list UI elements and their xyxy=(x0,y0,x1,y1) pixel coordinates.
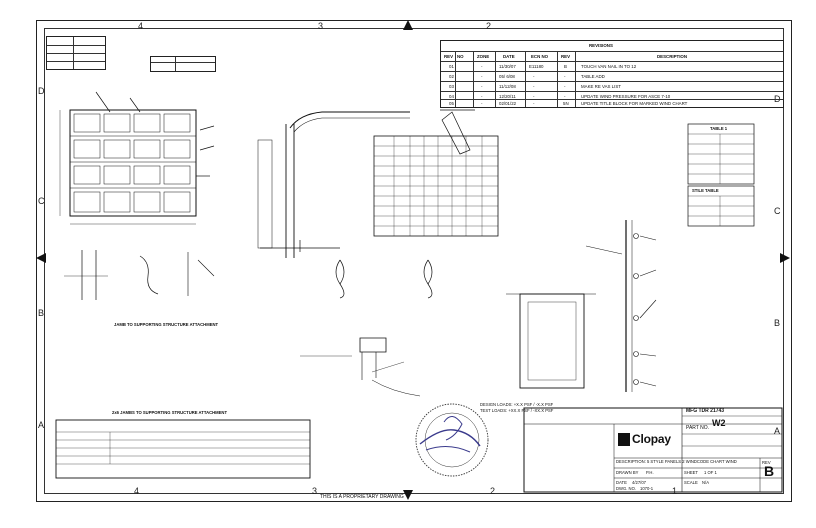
zone-cell: - xyxy=(481,64,483,69)
ecn-header: ECN NO xyxy=(531,54,549,59)
zone-right-c: C xyxy=(774,206,781,216)
table-1-title: TABLE 1 xyxy=(710,126,728,131)
zone-left-a: A xyxy=(38,420,45,430)
revisions-header-row: REV NO ZONE DATE ECN NO REV DESCRIPTION xyxy=(441,51,783,62)
clopay-logo: Clopay xyxy=(618,432,678,448)
zone-cell: - xyxy=(481,94,483,99)
scale-value: N/A xyxy=(702,480,709,485)
date-label: DATE xyxy=(616,480,627,485)
zone-cell: - xyxy=(481,101,483,106)
description-cell: TABLE ADD xyxy=(581,74,605,79)
date-cell: 05/ 6/08 xyxy=(499,74,515,79)
rev-header: REV xyxy=(444,54,454,59)
part-no-value: W2 xyxy=(712,418,726,428)
jamb-attachment-title: JAMB TO SUPPORTING STRUCTURE ATTACHMENT xyxy=(114,322,219,327)
rev2-cell: 5N xyxy=(563,101,569,106)
revisions-title-row: REVISIONS xyxy=(441,41,783,51)
date-header: DATE xyxy=(503,54,515,59)
zone-top-4: 4 xyxy=(138,21,144,31)
revision-row: 01 - 11/30/07 E11180 B TOUCH VAN NAIL IN… xyxy=(441,61,783,72)
revision-row: 03 - 11/12/08 - - MAKE RE VAS LIST xyxy=(441,81,783,92)
date-cell: 11/30/07 xyxy=(499,64,516,69)
rev-cell: 02 xyxy=(449,74,454,79)
description-cell: UPDATE WIND PRESSURE FOR ASCE 7-10 xyxy=(581,94,671,99)
test-loads-note: TEST LOADS: +XX.X PSF / -XX.X PSF xyxy=(480,408,554,413)
drawn-by-label: DRAWN BY xyxy=(616,470,639,475)
sheet-label: SHEET xyxy=(684,470,698,475)
legend-box xyxy=(150,56,216,72)
rev2-cell: B xyxy=(564,64,567,69)
stile-table-title: STILE TABLE xyxy=(692,188,719,193)
sheet-value: 1 OF 1 xyxy=(704,470,717,475)
description-text: DESCRIPTION: 5 STYLE PANELS 2 WINDCODE C… xyxy=(616,459,737,464)
clopay-logo-mark xyxy=(618,433,630,446)
rev-cell: 01 xyxy=(449,64,454,69)
scale-label: SCALE xyxy=(684,480,698,485)
footer-note: THIS IS A PROPRIETARY DRAWING xyxy=(320,494,404,500)
date-cell: 02/01/22 xyxy=(499,101,517,106)
no-header: NO xyxy=(457,54,464,59)
ecn-cell: - xyxy=(533,94,535,99)
rev2-cell: - xyxy=(564,74,566,79)
rev-label: REV xyxy=(762,460,771,465)
revision-row: 04 - 12/20/11 - - UPDATE WIND PRESSURE F… xyxy=(441,91,783,102)
zone-right-b: B xyxy=(774,318,781,328)
drawing-number: MFG TDR 21743 xyxy=(686,408,725,414)
dwg-no-label: DWG. NO. xyxy=(616,486,637,491)
rev-value: B xyxy=(764,463,775,479)
zone-left-d: D xyxy=(38,86,45,96)
revisions-table: REVISIONS REV NO ZONE DATE ECN NO REV DE… xyxy=(440,40,784,108)
ecn-cell: - xyxy=(533,84,535,89)
zone-bottom-4: 4 xyxy=(134,486,140,496)
description-cell: MAKE RE VAS LIST xyxy=(581,84,621,89)
jamb-2x-attachment-title: 2x6 JAMBS TO SUPPORTING STRUCTURE ATTACH… xyxy=(112,410,228,415)
rev2-cell: - xyxy=(564,84,566,89)
zone-right-a: A xyxy=(774,426,781,436)
info-block xyxy=(46,36,106,70)
ecn-cell: E11180 xyxy=(529,64,544,69)
revision-row: 05 - 02/01/22 - 5N UPDATE TITLE BLOCK FO… xyxy=(441,99,783,108)
drawn-by-value: P.H. xyxy=(646,470,654,475)
zone-bottom-1: 1 xyxy=(672,486,678,496)
rev-cell: 05 xyxy=(449,101,454,106)
zone-header: ZONE xyxy=(477,54,490,59)
description-header: DESCRIPTION xyxy=(657,54,688,59)
rev-cell: 03 xyxy=(449,84,454,89)
zone-left-c: C xyxy=(38,196,45,206)
zone-top-2: 2 xyxy=(486,21,492,31)
zone-bottom-3: 3 xyxy=(312,486,318,496)
zone-left-b: B xyxy=(38,308,45,318)
design-loads-note: DESIGN LOADS: +X.X PSF / -X.X PSF xyxy=(480,402,554,407)
rev2-header: REV xyxy=(561,54,571,59)
rev-cell: 04 xyxy=(449,94,454,99)
date-cell: 11/12/08 xyxy=(499,84,516,89)
date-value: 4/27/07 xyxy=(632,480,646,485)
zone-top-3: 3 xyxy=(318,21,324,31)
zone-cell: - xyxy=(481,84,483,89)
zone-bottom-2: 2 xyxy=(490,486,496,496)
ecn-cell: - xyxy=(533,74,535,79)
clopay-logo-text: Clopay xyxy=(632,432,671,446)
outer-frame xyxy=(36,20,792,502)
ecn-cell: - xyxy=(533,101,535,106)
description-cell: TOUCH VAN NAIL IN TO 12 xyxy=(581,64,637,69)
zone-cell: - xyxy=(481,74,483,79)
description-cell: UPDATE TITLE BLOCK FOR MARKED WIND CHART xyxy=(581,101,688,106)
revision-row: 02 - 05/ 6/08 - - TABLE ADD xyxy=(441,71,783,82)
dwg-no-value: 1070-1 xyxy=(640,486,654,491)
part-no-label: PART NO. xyxy=(686,425,710,431)
date-cell: 12/20/11 xyxy=(499,94,516,99)
revisions-title: REVISIONS xyxy=(589,43,613,48)
rev2-cell: - xyxy=(564,94,566,99)
